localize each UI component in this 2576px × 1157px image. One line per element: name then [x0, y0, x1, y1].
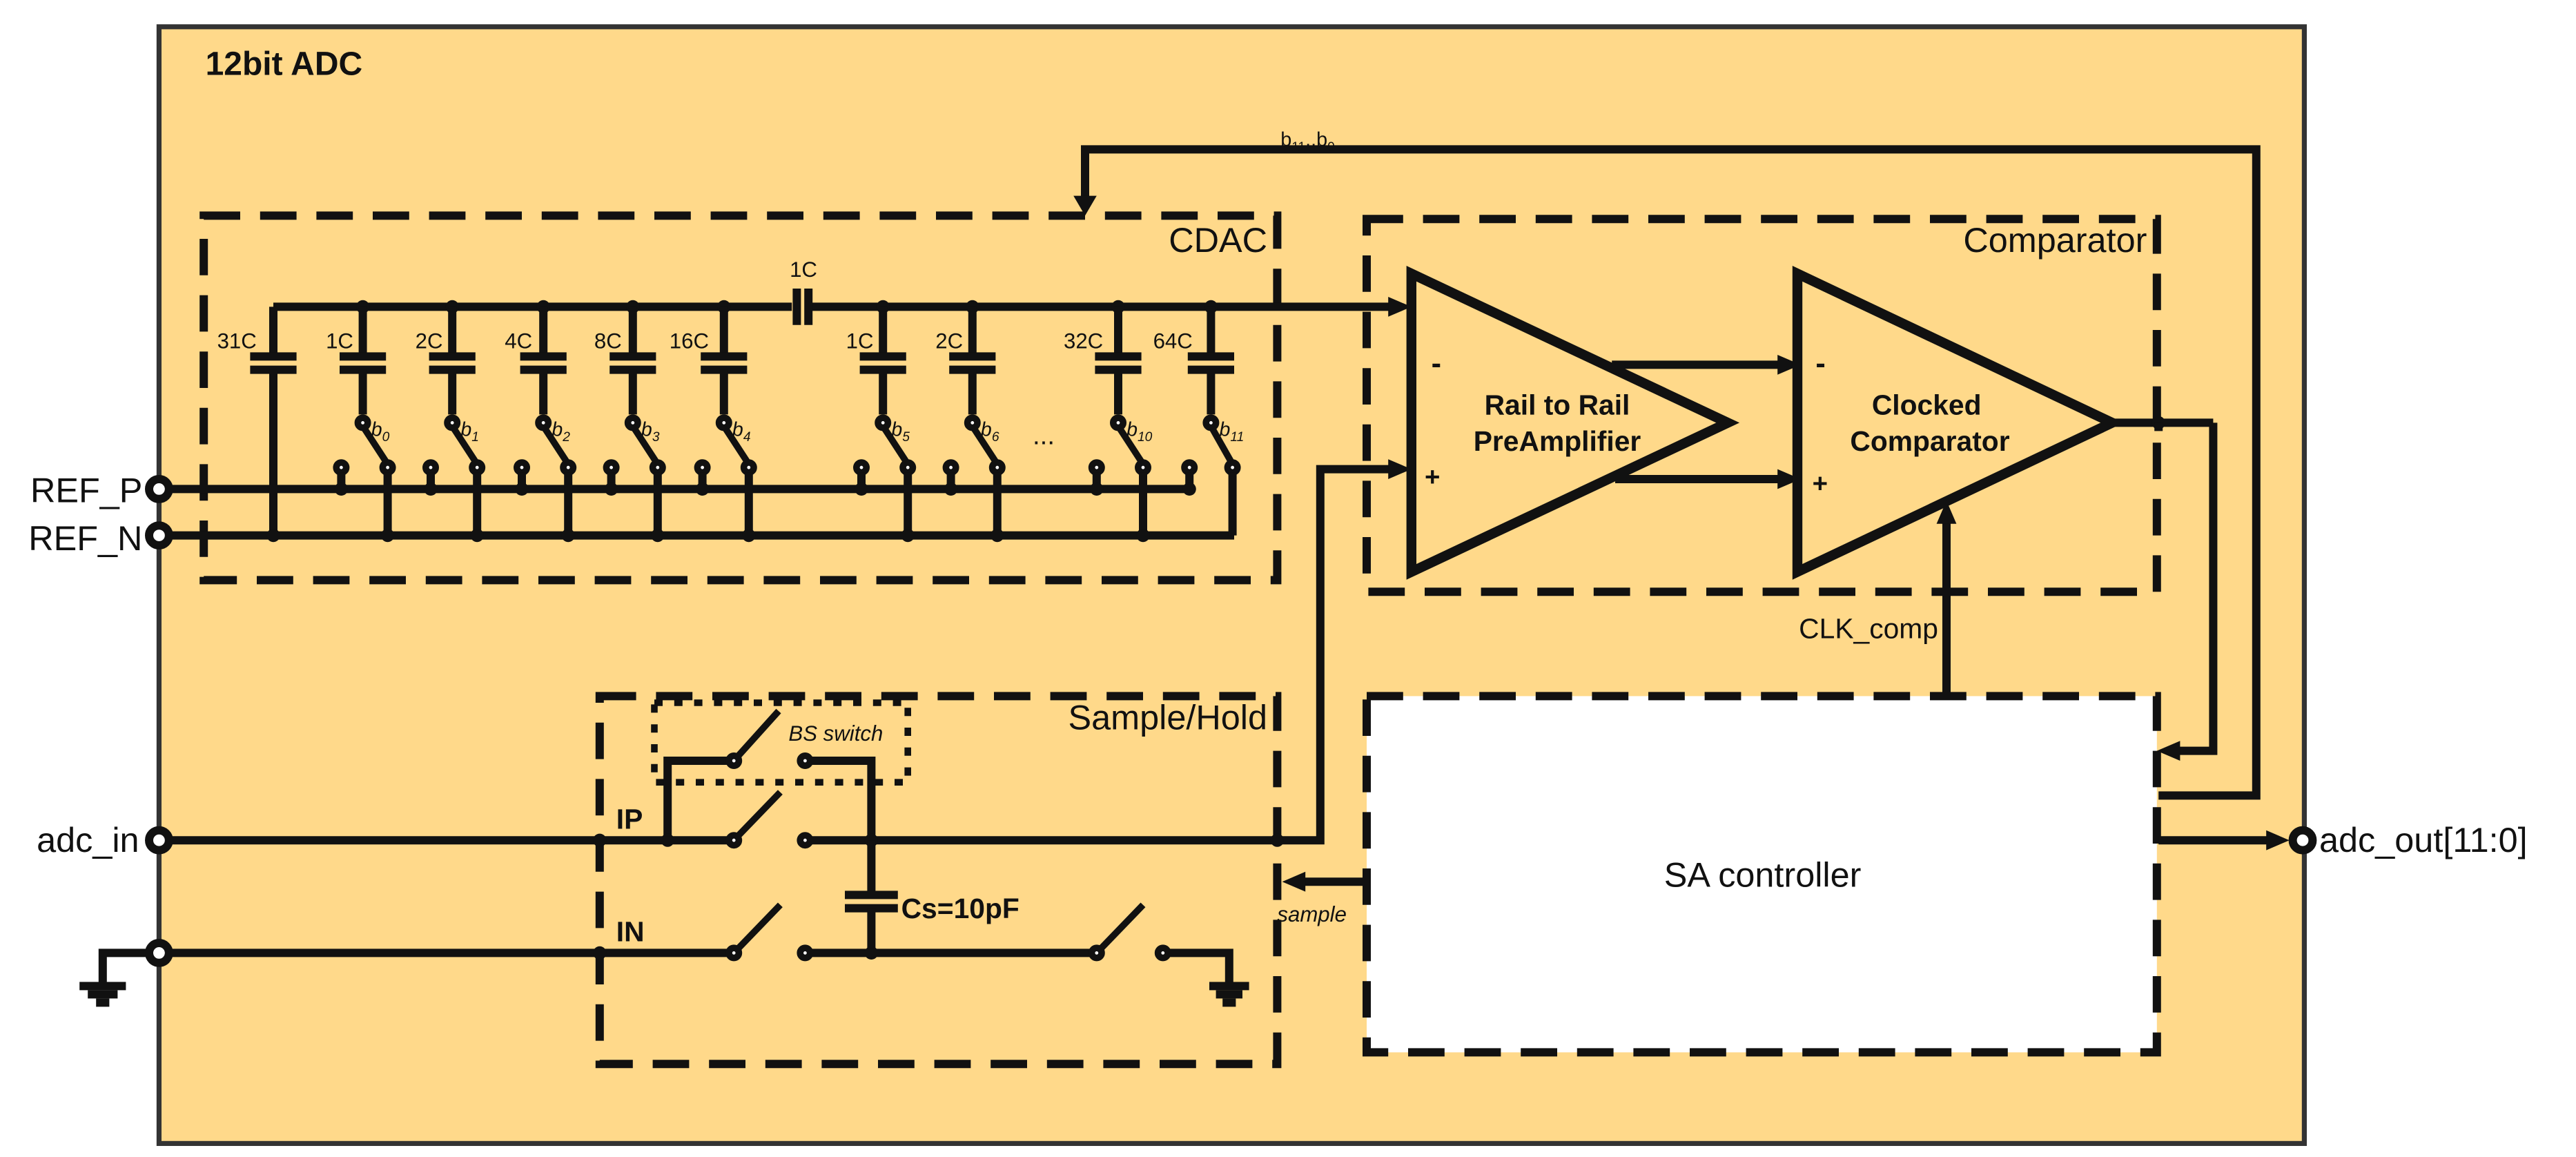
switch-bit-label: b0 [371, 419, 390, 445]
preamplifier: - + Rail to Rail PreAmplifier [1406, 266, 1740, 580]
ref-n-label: REF_N [28, 518, 142, 558]
clocked-comparator: - + Clocked Comparator [1792, 266, 2124, 580]
clocked-plus: + [1813, 469, 1828, 498]
cdac-cap-64c: 64C b11 [1153, 300, 1244, 536]
cdac-cap-2c-msb: 2C b6 [935, 300, 1006, 543]
switch-bit-label: b2 [552, 419, 570, 445]
cap-label: 8C [594, 329, 622, 353]
bs-switch-label: BS switch [788, 721, 883, 746]
ref-p-port: REF_P [30, 471, 173, 510]
sa-controller-block: SA controller [1363, 692, 2161, 1057]
cap-label: 31C [217, 329, 257, 353]
feedback-bus: b11..b0 [1073, 129, 2261, 800]
switch-bit-label: b1 [460, 419, 479, 445]
adc-out-port: adc_out[11:0] [2158, 820, 2528, 859]
ground-port [79, 939, 173, 1007]
cap-label: 32C [1064, 329, 1103, 353]
cdac-title: CDAC [1169, 220, 1267, 260]
clocked-minus: - [1815, 347, 1825, 380]
cdac-cap-1c-msb: 1C b5 [846, 300, 917, 543]
sa-controller-label: SA controller [1664, 855, 1862, 894]
cdac-cap-1c: 1C b0 [326, 300, 396, 543]
cdac-cap-4c: 4C b2 [505, 300, 577, 543]
switch-bit-label: b3 [641, 419, 660, 445]
cdac-cap-16c: 16C b4 [670, 300, 757, 543]
sample-hold-title: Sample/Hold [1069, 697, 1267, 737]
switch-bit-label: b5 [891, 419, 910, 445]
comparator-title: Comparator [1963, 220, 2147, 260]
cdac-cap-32c: 32C b10 [1064, 300, 1153, 543]
cs-label: Cs=10pF [901, 893, 1019, 924]
adc-in-port: adc_in [37, 820, 173, 859]
cdac-cap-8c: 8C b3 [594, 300, 666, 543]
sample-to-preamp-wire [1277, 459, 1412, 845]
cap-label: 4C [505, 329, 532, 353]
adc-out-label: adc_out[11:0] [2319, 820, 2528, 859]
sample-hold-block: Sample/Hold BS switch IP Cs=10pF [170, 692, 1367, 1069]
ref-p-label: REF_P [30, 471, 142, 510]
clocked-label-2: Comparator [1850, 425, 2009, 457]
cdac-cap-2c: 2C b1 [416, 300, 486, 543]
switch-bit-label: b6 [981, 419, 999, 445]
clk-comp-label: CLK_comp [1799, 612, 1938, 644]
ref-n-port: REF_N [28, 518, 173, 558]
switch-bit-label: b11 [1219, 419, 1244, 445]
clocked-label-1: Clocked [1872, 389, 1982, 420]
sample-signal-label: sample [1277, 902, 1347, 926]
cap-label: 64C [1153, 329, 1193, 353]
in-label: IN [616, 916, 645, 948]
series-capacitor: 1C [790, 257, 817, 325]
switch-bit-label: b10 [1126, 419, 1153, 445]
cap-label: 2C [416, 329, 443, 353]
adc-title: 12bit ADC [206, 46, 363, 82]
switch-bit-label: b4 [732, 419, 751, 445]
adc-in-label: adc_in [37, 820, 139, 859]
series-cap-label: 1C [790, 257, 817, 282]
cap-label: 16C [670, 329, 709, 353]
ip-label: IP [616, 803, 643, 835]
cap-label: 2C [935, 329, 963, 353]
preamp-label-2: PreAmplifier [1474, 425, 1641, 457]
cdac-block: CDAC 1C 31C [170, 211, 1412, 585]
bus-label: b11..b0 [1280, 129, 1335, 155]
preamp-label-1: Rail to Rail [1485, 389, 1630, 420]
cdac-ellipsis: ... [1033, 421, 1055, 451]
preamp-minus: - [1432, 347, 1441, 380]
comparator-output-wire [2112, 416, 2218, 761]
preamp-plus: + [1425, 463, 1440, 492]
cap-label: 1C [326, 329, 353, 353]
cap-label: 1C [846, 329, 874, 353]
comparator-block: Comparator - + Rail to Rail PreAmplifier… [1363, 215, 2161, 697]
cdac-cap-31c: 31C [217, 307, 297, 543]
